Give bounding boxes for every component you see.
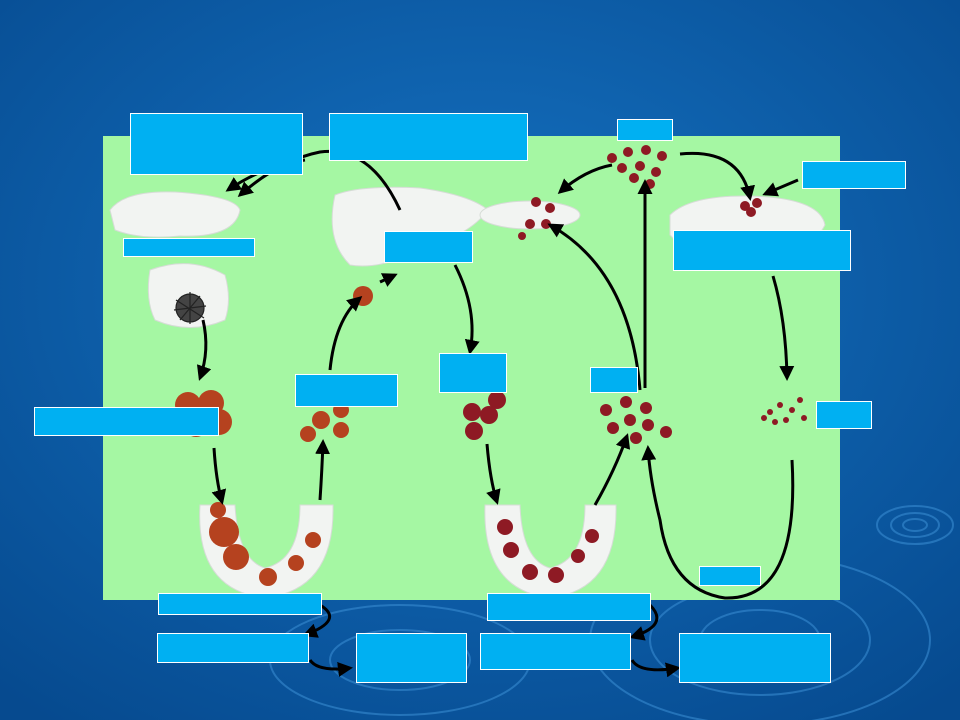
label-box-liver [384,231,473,263]
label-box-bottom-loop [699,566,761,586]
arrow-to-lung [679,151,755,201]
label-box-top-left [130,113,303,175]
bladder-illustration [109,191,241,238]
sporozoite-mass [173,292,207,324]
arrow-bottom-right-a [629,603,659,641]
label-box-center-left [295,374,398,407]
label-box-top-center [329,113,528,161]
label-box-far-left [34,407,219,436]
arrow-bottom-left-a [302,603,332,638]
label-box-top-small [617,119,673,141]
label-box-bottom-right-3 [679,633,831,683]
arrow-label-to-liver [379,273,398,287]
arrow-bottom-left-b [308,659,353,677]
label-box-bottom-right-2 [480,633,631,670]
arrow-cells-to-u-right [485,443,501,505]
arrow-liver-down [453,264,480,355]
label-box-bottom-left-1 [158,593,322,615]
label-box-right-mid [816,401,872,429]
arrow-bottom-right-b [630,659,681,678]
arrow-to-bladder-b [237,149,402,211]
label-box-bottom-right-1 [487,593,651,621]
arrow-u-left-up [315,439,331,501]
u-tube-right [484,504,617,599]
cell-cluster-right [463,145,807,583]
arrow-to-branch-left [557,163,613,194]
label-box-bottom-left-3 [356,633,467,683]
label-box-bottom-left-2 [157,633,309,663]
arrow-lung-down [771,275,795,381]
label-box-left-mid [123,238,255,257]
arrow-cells-to-liver [328,296,363,371]
label-box-center [439,353,507,393]
label-box-lung [673,230,851,271]
arrow-tube-to-cells [196,319,212,381]
arrow-loop-back [641,445,795,600]
arrow-label-to-lung [762,178,799,197]
liver-illustration [331,186,489,267]
arrow-cells-to-u-left [211,447,227,505]
label-box-right-top [802,161,906,189]
arrow-up-to-branch [547,223,642,391]
arrow-u-right-up [593,433,631,506]
label-box-center-right [590,367,638,393]
